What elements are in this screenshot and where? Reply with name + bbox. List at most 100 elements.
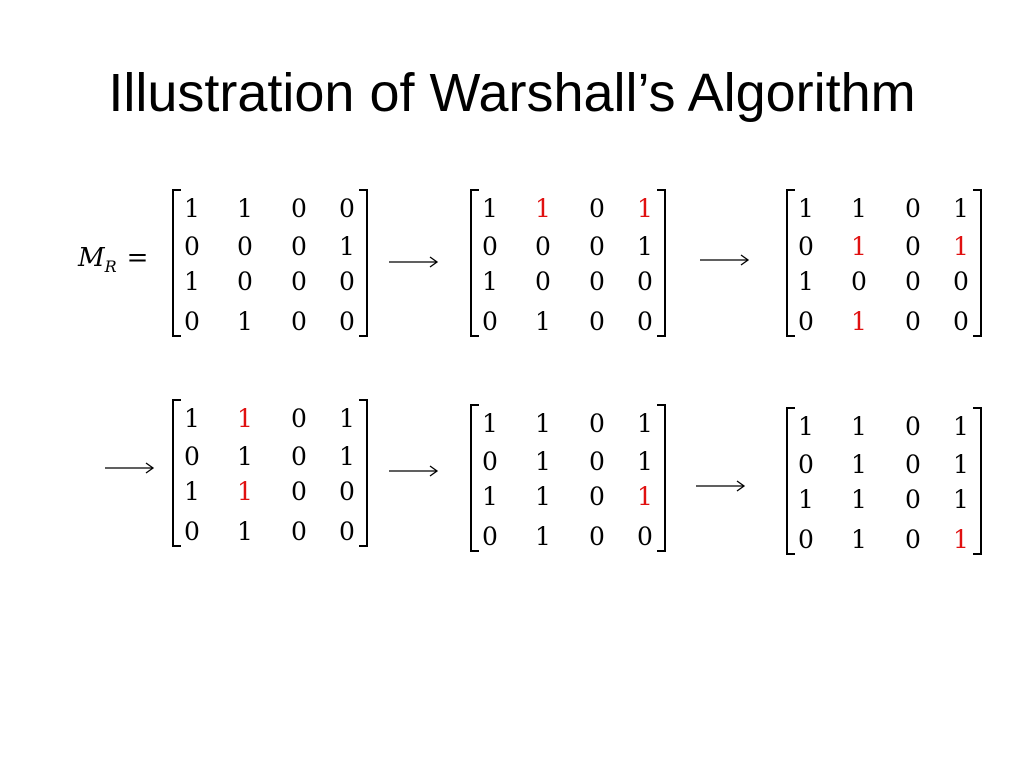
matrix-cell: 0 — [482, 307, 498, 336]
matrix-cell: 0 — [339, 194, 355, 223]
matrix-cell: 1 — [237, 442, 253, 471]
matrix-cell: 1 — [482, 409, 498, 438]
matrix-cell: 1 — [184, 477, 200, 506]
matrix-cell: 0 — [637, 522, 653, 551]
matrix-cell: 1 — [637, 409, 653, 438]
matrix-cell: 0 — [637, 267, 653, 296]
matrix-cell: 1 — [851, 525, 867, 554]
matrix-cell: 0 — [798, 450, 814, 479]
matrix-cell: 0 — [589, 482, 605, 511]
matrix-cell: 0 — [798, 307, 814, 336]
matrix-cell: 0 — [905, 450, 921, 479]
matrix-cell: 1 — [184, 267, 200, 296]
matrix-cell: 1 — [637, 482, 653, 511]
matrix-cell: 0 — [291, 267, 307, 296]
matrix-cell: 1 — [851, 450, 867, 479]
matrix-cell: 1 — [339, 442, 355, 471]
matrix-cell: 1 — [953, 194, 969, 223]
matrix-symbol: M — [78, 243, 105, 273]
matrix-cell: 0 — [291, 517, 307, 546]
matrix-cell: 0 — [798, 232, 814, 261]
matrix-cell: 0 — [291, 477, 307, 506]
matrix-cell: 1 — [798, 485, 814, 514]
matrix-cell: 0 — [905, 525, 921, 554]
matrix-cell: 0 — [905, 194, 921, 223]
matrix-cell: 1 — [953, 412, 969, 441]
matrix-cell: 1 — [637, 232, 653, 261]
matrix-cell: 1 — [851, 307, 867, 336]
matrix-cell: 1 — [237, 404, 253, 433]
arrow-icon — [389, 465, 439, 477]
matrix-cell: 0 — [798, 525, 814, 554]
arrow-icon — [389, 256, 439, 268]
matrix-cell: 1 — [237, 477, 253, 506]
matrix-cell: 0 — [637, 307, 653, 336]
matrix-cell: 0 — [535, 232, 551, 261]
matrix-cell: 1 — [953, 232, 969, 261]
matrix-cell: 0 — [291, 194, 307, 223]
matrix-cell: 1 — [637, 194, 653, 223]
matrix-cell: 0 — [184, 307, 200, 336]
matrix-cell: 0 — [184, 442, 200, 471]
matrix-cell: 0 — [184, 232, 200, 261]
matrix-cell: 1 — [535, 482, 551, 511]
matrix-cell: 1 — [237, 517, 253, 546]
left-bracket — [172, 399, 181, 547]
matrix-cell: 1 — [953, 485, 969, 514]
matrix-cell: 0 — [482, 522, 498, 551]
matrix-cell: 0 — [953, 267, 969, 296]
matrix-cell: 0 — [589, 232, 605, 261]
left-bracket — [172, 189, 181, 337]
matrix-cell: 1 — [953, 525, 969, 554]
matrix-cell: 0 — [237, 267, 253, 296]
matrix-cell: 0 — [339, 267, 355, 296]
matrix-cell: 0 — [851, 267, 867, 296]
right-bracket — [359, 189, 368, 337]
right-bracket — [359, 399, 368, 547]
matrix-cell: 0 — [905, 232, 921, 261]
matrix-cell: 1 — [798, 412, 814, 441]
matrix-cell: 0 — [589, 194, 605, 223]
matrix-cell: 1 — [851, 485, 867, 514]
matrix-cell: 0 — [339, 477, 355, 506]
matrix-cell: 0 — [237, 232, 253, 261]
matrix-cell: 1 — [535, 522, 551, 551]
matrix-cell: 1 — [339, 232, 355, 261]
matrix-cell: 1 — [237, 307, 253, 336]
matrix-cell: 1 — [851, 232, 867, 261]
right-bracket — [973, 407, 982, 555]
left-bracket — [470, 404, 479, 552]
matrix-cell: 1 — [237, 194, 253, 223]
matrix-cell: 1 — [798, 194, 814, 223]
matrix-cell: 1 — [339, 404, 355, 433]
right-bracket — [657, 404, 666, 552]
matrix-cell: 0 — [589, 267, 605, 296]
right-bracket — [973, 189, 982, 337]
matrix-cell: 0 — [339, 517, 355, 546]
matrix-cell: 1 — [535, 447, 551, 476]
matrix-cell: 0 — [589, 447, 605, 476]
matrix-cell: 1 — [637, 447, 653, 476]
slide-title: Illustration of Warshall’s Algorithm — [108, 63, 916, 123]
matrix-cell: 0 — [482, 232, 498, 261]
matrix-cell: 1 — [184, 404, 200, 433]
matrix-cell: 1 — [851, 412, 867, 441]
matrix-cell: 0 — [291, 404, 307, 433]
matrix-cell: 0 — [291, 307, 307, 336]
arrow-icon — [696, 480, 746, 492]
matrix-cell: 0 — [339, 307, 355, 336]
matrix-cell: 0 — [905, 485, 921, 514]
left-bracket — [786, 189, 795, 337]
left-bracket — [786, 407, 795, 555]
matrix-cell: 0 — [589, 307, 605, 336]
matrix-cell: 1 — [851, 194, 867, 223]
matrix-cell: 0 — [905, 307, 921, 336]
matrix-cell: 0 — [589, 522, 605, 551]
matrix-cell: 0 — [291, 442, 307, 471]
